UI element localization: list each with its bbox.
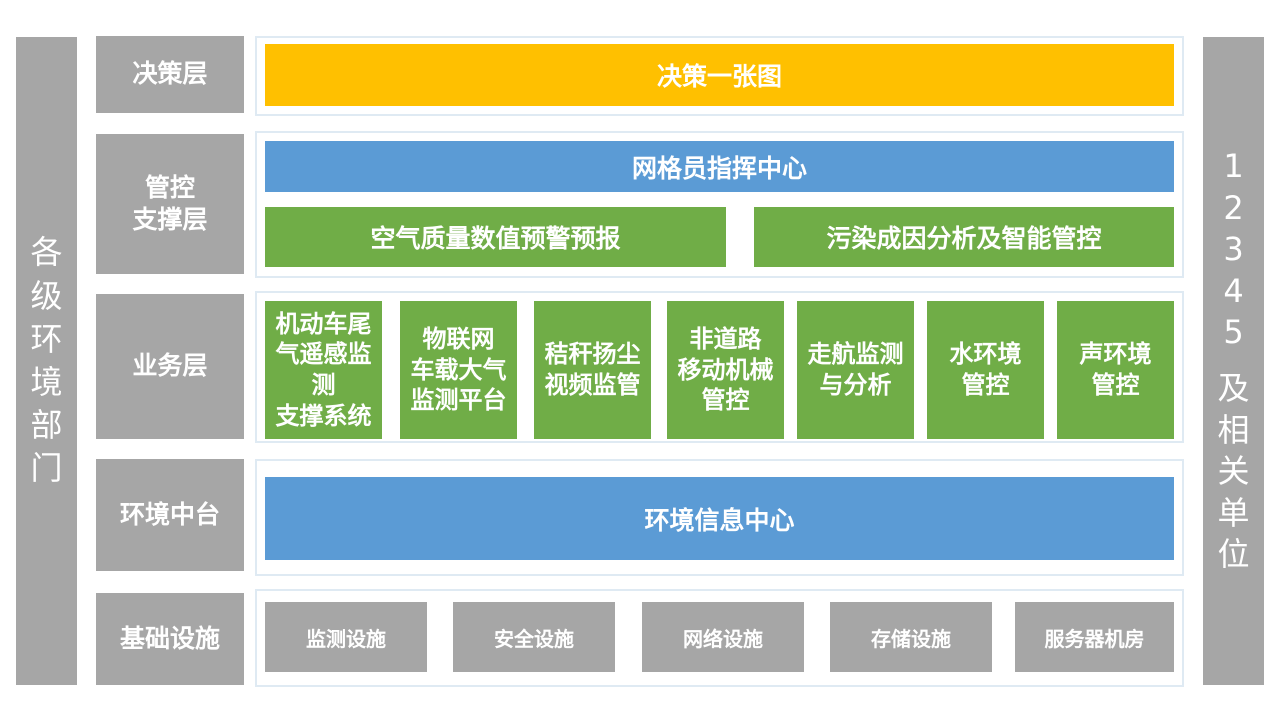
business-item-line: 气遥感监 — [275, 340, 372, 369]
business-item-line: 声环境 — [1079, 340, 1152, 369]
business-item-straw-dust-video: 秸秆扬尘 视频监管 — [534, 301, 651, 439]
business-item-line: 水环境 — [949, 340, 1022, 369]
right-column-char: 位 — [1217, 535, 1250, 574]
pollution-analysis-bar: 污染成因分析及智能管控 — [754, 207, 1174, 267]
business-item-line: 机动车尾 — [275, 309, 372, 338]
business-item-line: 支撑系统 — [275, 401, 372, 430]
right-column-char: 相 — [1217, 410, 1250, 449]
right-column-number: 2 — [1223, 188, 1244, 227]
business-item-line: 视频监管 — [544, 371, 641, 399]
business-item-line: 物联网 — [422, 324, 495, 353]
left-column-char: 环 — [30, 319, 63, 358]
left-column-char: 部 — [30, 406, 63, 445]
infra-security-facilities: 安全设施 — [453, 602, 615, 672]
business-item-line: 管控 — [961, 371, 1010, 399]
business-item-line: 管控 — [701, 386, 750, 415]
decision-layer-label: 决策层 — [96, 36, 244, 113]
infra-storage-facilities: 存储设施 — [830, 602, 992, 672]
infrastructure-label: 基础设施 — [96, 593, 244, 685]
air-quality-forecast-bar: 空气质量数值预警预报 — [265, 207, 726, 267]
business-item-water-environment: 水环境 管控 — [927, 301, 1044, 439]
business-item-nonroad-machinery: 非道路 移动机械 管控 — [667, 301, 784, 439]
right-column-char: 关 — [1217, 452, 1250, 491]
business-item-mobile-monitoring: 走航监测 与分析 — [797, 301, 914, 439]
left-column-char: 门 — [30, 449, 63, 488]
left-column-char: 境 — [30, 363, 63, 401]
business-item-line: 秸秆扬尘 — [544, 340, 641, 369]
control-layer-label-line: 支撑层 — [132, 205, 208, 234]
right-column-units: 1 2 3 4 5 及 相 关 单 位 — [1203, 37, 1264, 685]
business-item-sound-environment: 声环境 管控 — [1057, 301, 1174, 439]
right-column-char: 单 — [1217, 493, 1250, 532]
business-item-line: 监测平台 — [410, 386, 507, 415]
right-column-number: 5 — [1223, 313, 1244, 352]
business-layer-label: 业务层 — [96, 294, 244, 439]
grid-command-center-bar: 网格员指挥中心 — [265, 141, 1174, 192]
environment-info-center-bar: 环境信息中心 — [265, 477, 1174, 560]
business-item-line: 车载大气 — [410, 355, 507, 384]
business-item-vehicle-remote-sensing: 机动车尾 气遥感监 测 支撑系统 — [265, 301, 382, 439]
right-column-number: 3 — [1223, 230, 1244, 269]
middle-platform-label: 环境中台 — [96, 459, 244, 571]
infra-monitoring-facilities: 监测设施 — [265, 602, 427, 672]
right-column-number: 4 — [1223, 271, 1244, 310]
business-item-line: 移动机械 — [677, 355, 774, 384]
business-item-line: 非道路 — [689, 324, 762, 353]
business-item-line: 管控 — [1091, 371, 1140, 399]
left-column-departments: 各 级 环 境 部 门 — [16, 37, 77, 685]
right-column-char: 及 — [1217, 369, 1250, 407]
decision-map-bar: 决策一张图 — [265, 44, 1174, 106]
control-layer-label: 管控 支撑层 — [96, 134, 244, 274]
business-item-line: 测 — [311, 371, 336, 399]
right-column-number: 1 — [1223, 147, 1244, 186]
infra-network-facilities: 网络设施 — [642, 602, 804, 672]
infra-server-room: 服务器机房 — [1015, 602, 1174, 672]
left-column-char: 级 — [30, 276, 63, 315]
business-item-iot-vehicle-monitoring: 物联网 车载大气 监测平台 — [400, 301, 517, 439]
left-column-char: 各 — [30, 233, 63, 272]
business-item-line: 与分析 — [819, 371, 892, 399]
control-layer-label-line: 管控 — [144, 172, 195, 202]
business-item-line: 走航监测 — [807, 340, 904, 369]
